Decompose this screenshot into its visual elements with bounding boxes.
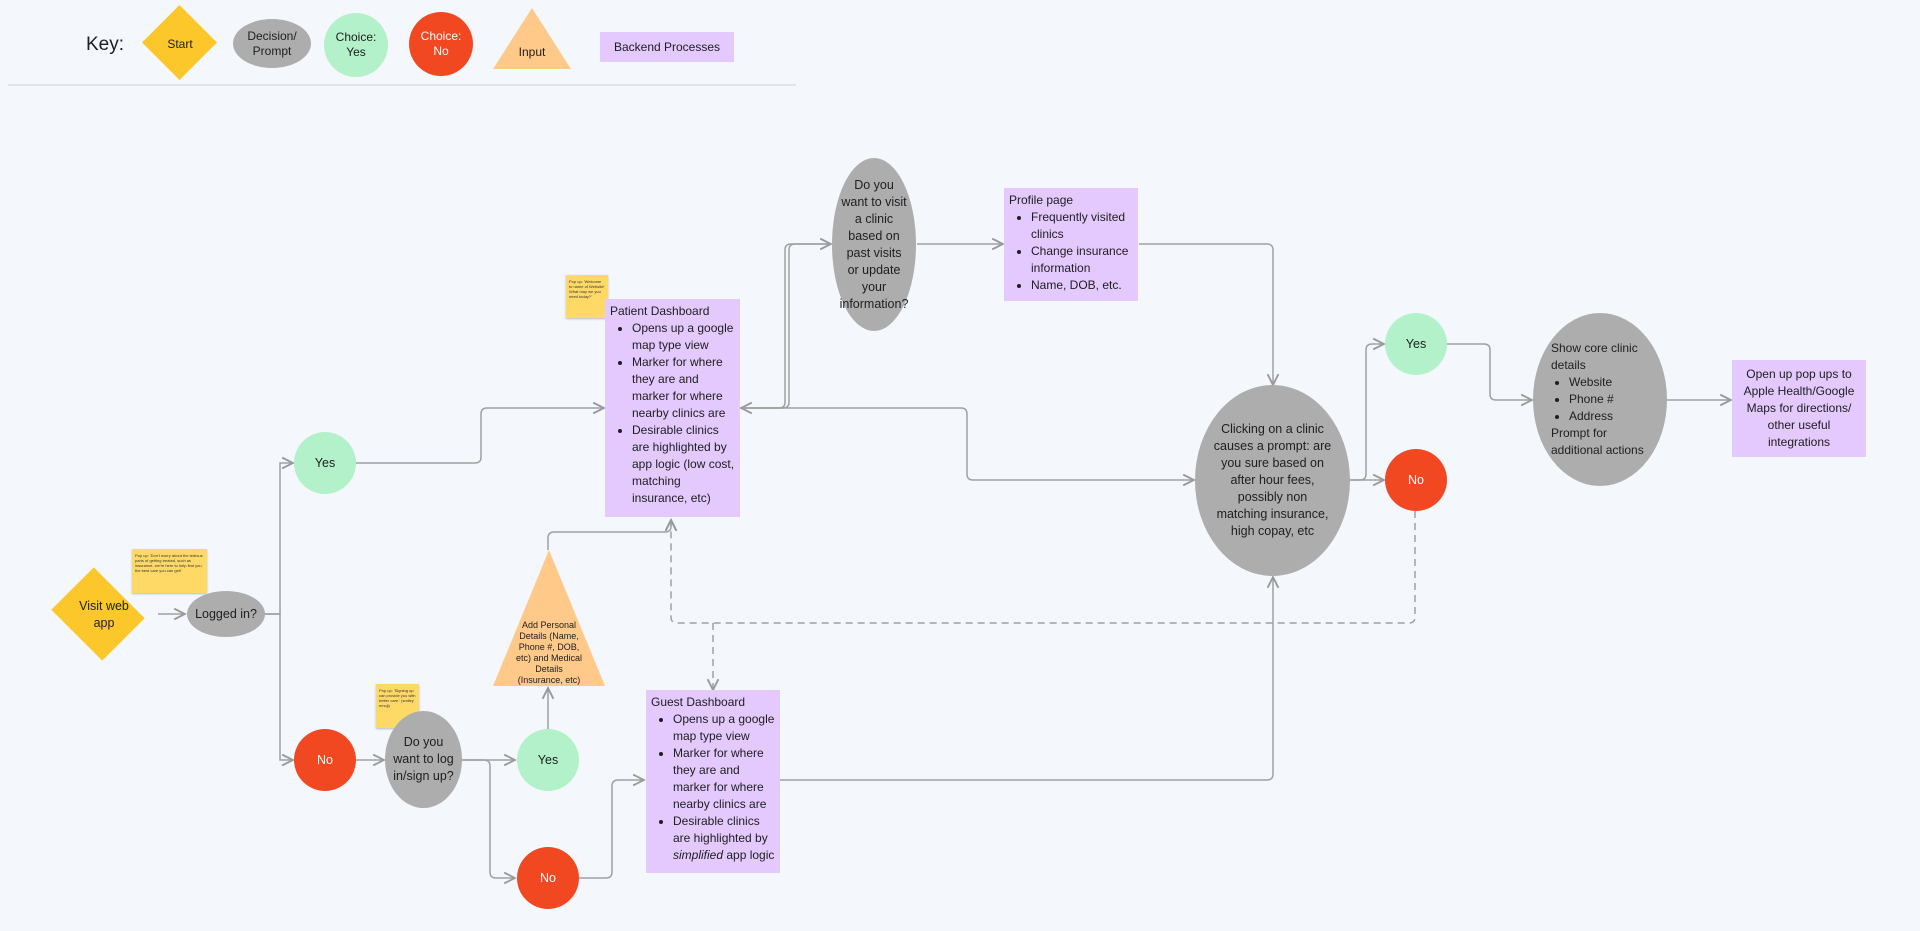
key-backend-label: Backend Processes bbox=[613, 40, 721, 54]
guest-dashboard-title: Guest Dashboard bbox=[651, 695, 746, 709]
key-start-label: Start bbox=[167, 36, 193, 51]
connector-yes-to-patient-dashboard bbox=[356, 408, 604, 464]
guest-dashboard-item: Desirable clinics are highlighted by sim… bbox=[673, 813, 775, 864]
patient-dashboard-item: Marker for where they are and marker for… bbox=[632, 354, 735, 422]
core-details-item: Phone # bbox=[1569, 391, 1649, 408]
clinic-yes-label: Yes bbox=[1405, 337, 1427, 351]
connector-clinic-to-yes bbox=[1350, 344, 1384, 481]
connector-logged-in-to-no bbox=[265, 613, 293, 760]
profile-page-list: Frequently visited clinics Change insura… bbox=[1009, 209, 1133, 294]
guest-dashboard-item-text: app logic bbox=[723, 848, 775, 862]
clinic-no-choice: No bbox=[1385, 449, 1447, 511]
sticky-note-signup: Pop up: 'Signing up can provide you with… bbox=[376, 684, 419, 728]
guest-dashboard-list: Opens up a google map type view Marker f… bbox=[651, 711, 775, 864]
guest-dashboard-item-text: Desirable clinics are highlighted by bbox=[673, 814, 768, 845]
signup-no-choice: No bbox=[517, 847, 579, 909]
profile-page: Profile page Frequently visited clinics … bbox=[1004, 188, 1138, 301]
key-decision-oval: Decision/ Prompt bbox=[233, 19, 311, 68]
patient-dashboard-list: Opens up a google map type view Marker f… bbox=[610, 320, 735, 507]
core-clinic-details: Show core clinic details Website Phone #… bbox=[1533, 313, 1667, 486]
signup-yes-choice: Yes bbox=[517, 729, 579, 791]
logged-in-label: Logged in? bbox=[195, 606, 257, 621]
profile-page-title: Profile page bbox=[1009, 193, 1074, 207]
logged-in-no-label: No bbox=[317, 753, 333, 767]
integrations-box: Open up pop ups to Apple Health/Google M… bbox=[1732, 360, 1866, 457]
core-details-item: Address bbox=[1569, 408, 1649, 425]
signup-yes-label: Yes bbox=[537, 753, 559, 767]
key-title: Key: bbox=[86, 34, 125, 55]
connector-patient-to-visit-prompt bbox=[740, 244, 831, 409]
core-details-list: Website Phone # Address bbox=[1551, 374, 1649, 425]
patient-dashboard-title: Patient Dashboard bbox=[610, 304, 710, 318]
clinic-confirm-decision: Clicking on a clinic causes a prompt: ar… bbox=[1195, 385, 1350, 576]
connector-no-to-guest-dashboard bbox=[579, 780, 644, 879]
add-details-triangle-shape bbox=[493, 550, 605, 686]
add-details-label: Add Personal Details (Name, Phone #, DOB… bbox=[515, 620, 583, 685]
profile-page-item: Change insurance information bbox=[1031, 243, 1133, 277]
connector-add-details-to-patient-dashboard bbox=[547, 520, 671, 550]
connector-no-clinic-to-dashboards bbox=[671, 511, 1416, 624]
logged-in-decision: Logged in? bbox=[187, 591, 265, 637]
connector-logged-in-to-yes bbox=[265, 463, 293, 615]
connector-profile-to-clinic-prompt bbox=[1139, 243, 1273, 385]
logged-in-yes-label: Yes bbox=[314, 456, 336, 470]
login-signup-decision: Do you want to log in/sign up? bbox=[385, 711, 462, 808]
clinic-yes-choice: Yes bbox=[1385, 313, 1447, 375]
key-decision-label: Decision/ Prompt bbox=[247, 28, 297, 58]
guest-dashboard-item: Opens up a google map type view bbox=[673, 711, 775, 745]
core-details-item: Website bbox=[1569, 374, 1649, 391]
clinic-no-label: No bbox=[1408, 473, 1424, 487]
guest-dashboard: Guest Dashboard Opens up a google map ty… bbox=[646, 690, 780, 873]
key-yes-label: Choice: Yes bbox=[335, 30, 377, 59]
add-details-input: Add Personal Details (Name, Phone #, DOB… bbox=[492, 550, 606, 687]
profile-page-item: Name, DOB, etc. bbox=[1031, 277, 1133, 294]
key-input-label: Input bbox=[518, 45, 546, 59]
sticky-note-dashboard: Pop up: 'Welcome to name of Website! Wha… bbox=[566, 275, 608, 318]
profile-page-item: Frequently visited clinics bbox=[1031, 209, 1133, 243]
connector-guest-to-clinic-prompt bbox=[780, 577, 1273, 781]
patient-dashboard-item: Desirable clinics are highlighted by app… bbox=[632, 422, 735, 507]
patient-dashboard: Patient Dashboard Opens up a google map … bbox=[605, 299, 740, 517]
connector-visit-prompt-to-patient bbox=[741, 243, 831, 408]
connector-login-to-no bbox=[462, 759, 515, 878]
visit-clinic-decision: Do you want to visit a clinic based on p… bbox=[832, 158, 916, 331]
guest-dashboard-item: Marker for where they are and marker for… bbox=[673, 745, 775, 813]
key-yes-circle: Choice: Yes bbox=[324, 13, 388, 77]
signup-no-label: No bbox=[540, 871, 556, 885]
key-backend-box: Backend Processes bbox=[600, 32, 734, 62]
core-details-footer: Prompt for additional actions bbox=[1551, 426, 1644, 457]
key-no-label: Choice: No bbox=[420, 29, 462, 58]
core-details-title: Show core clinic details bbox=[1551, 341, 1638, 372]
connector-patient-to-clinic-prompt bbox=[741, 407, 1194, 480]
login-signup-label: Do you want to log in/sign up? bbox=[393, 735, 454, 783]
sticky-note-welcome: Pop up: 'Don't worry about the tedious p… bbox=[132, 549, 207, 593]
logged-in-no-choice: No bbox=[294, 729, 356, 791]
patient-dashboard-item: Opens up a google map type view bbox=[632, 320, 735, 354]
integrations-label: Open up pop ups to Apple Health/Google M… bbox=[1743, 367, 1855, 449]
connector-yes-to-core-details bbox=[1447, 343, 1532, 400]
visit-web-app-label: Visit web app bbox=[79, 599, 129, 630]
logged-in-yes-choice: Yes bbox=[294, 432, 356, 494]
key-no-circle: Choice: No bbox=[409, 12, 473, 76]
key-input-triangle bbox=[493, 8, 571, 69]
guest-dashboard-emphasis: simplified bbox=[673, 848, 724, 862]
clinic-confirm-label: Clicking on a clinic causes a prompt: ar… bbox=[1213, 422, 1332, 538]
visit-clinic-label: Do you want to visit a clinic based on p… bbox=[839, 177, 909, 311]
